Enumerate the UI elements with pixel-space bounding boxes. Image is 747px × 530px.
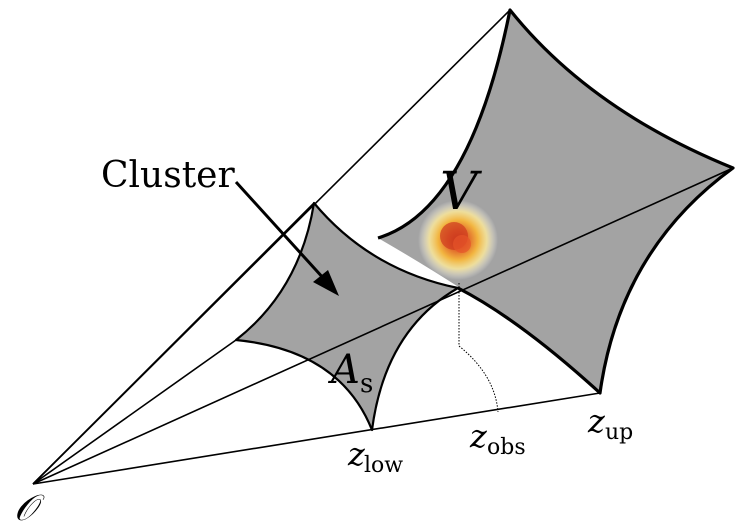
origin-label: 𝒪 xyxy=(14,488,45,529)
lower-surface xyxy=(234,201,460,432)
z-up-sub: up xyxy=(605,420,633,445)
area-label-sub: s xyxy=(360,369,373,399)
z-low-main: z xyxy=(347,435,366,473)
cluster-arrow xyxy=(234,180,339,296)
z-obs-sub: obs xyxy=(487,435,526,460)
z-low-label: z low xyxy=(347,435,403,478)
area-label-main: A xyxy=(327,347,360,393)
area-label: A s xyxy=(327,347,373,399)
z-up-main: z xyxy=(587,402,606,440)
volume-label: V xyxy=(440,162,482,222)
z-obs-main: z xyxy=(469,417,488,455)
upper-surface-edge xyxy=(377,8,735,395)
z-low-sub: low xyxy=(364,453,403,478)
z-obs-curve xyxy=(458,283,499,413)
z-obs-label: z obs xyxy=(469,417,526,460)
z-up-label: z up xyxy=(587,402,633,445)
light-cone-rays xyxy=(32,9,734,485)
cluster-label: Cluster xyxy=(101,155,235,196)
upper-surface xyxy=(378,10,733,393)
cluster-blob xyxy=(418,200,498,280)
